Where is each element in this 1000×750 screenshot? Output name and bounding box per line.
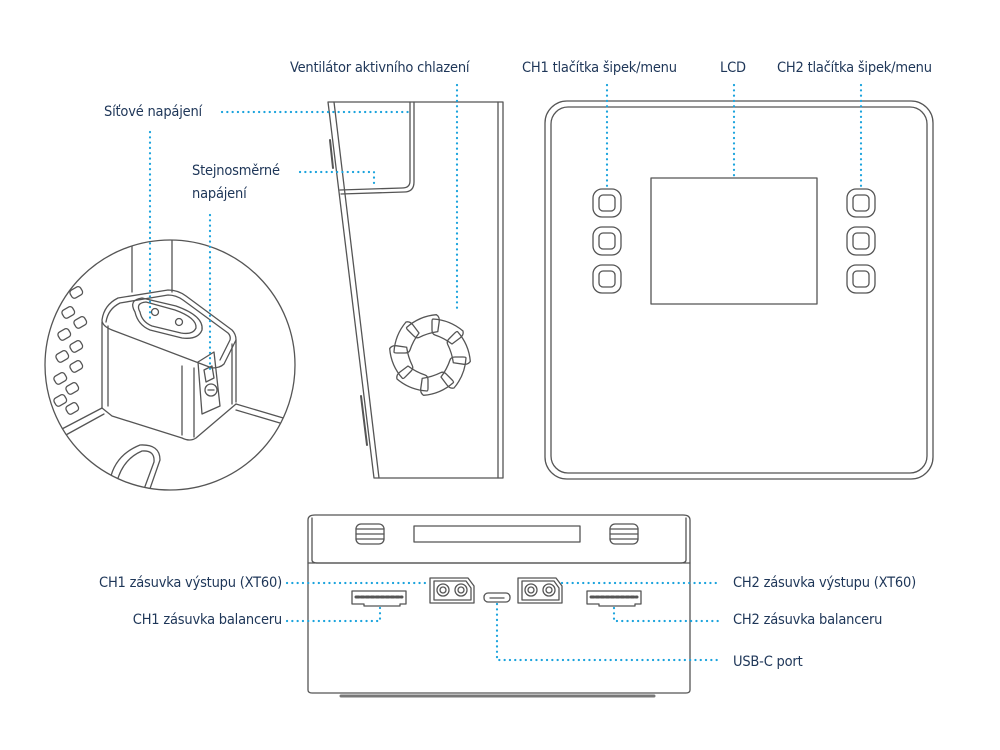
label-ch1-output: CH1 zásuvka výstupu (XT60) bbox=[99, 575, 282, 591]
rear-view bbox=[307, 514, 691, 698]
grip-left-icon bbox=[355, 523, 385, 545]
label-ch1-balancer: CH1 zásuvka balanceru bbox=[132, 612, 282, 628]
ch2-buttons[interactable] bbox=[846, 188, 876, 294]
label-dc-power-line2: napájení bbox=[192, 186, 247, 202]
ch1-xt60-socket bbox=[429, 577, 475, 604]
front-housing bbox=[544, 100, 934, 480]
ch1-buttons[interactable] bbox=[592, 188, 622, 294]
leader-dc bbox=[208, 170, 376, 374]
usb-c-port bbox=[483, 592, 511, 603]
dc-inlet-icon bbox=[197, 351, 221, 415]
vent-holes-icon bbox=[53, 285, 88, 415]
side-view bbox=[327, 101, 504, 479]
label-lcd: LCD bbox=[720, 60, 746, 76]
leader-lines bbox=[148, 83, 863, 662]
leader-usb-c bbox=[495, 602, 720, 662]
label-ch2-output: CH2 zásuvka výstupu (XT60) bbox=[733, 575, 916, 591]
ac-inlet-icon bbox=[132, 297, 203, 339]
fan-vent-icon bbox=[380, 305, 480, 405]
grip-right-icon bbox=[609, 523, 639, 545]
ch1-balancer-socket bbox=[351, 590, 407, 607]
detail-circle bbox=[44, 239, 296, 491]
power-inlet-detail bbox=[44, 239, 296, 491]
label-dc-power-line1: Stejnosměrné bbox=[192, 163, 280, 179]
label-mains-power: Síťové napájení bbox=[104, 104, 202, 120]
leader-ch2-balancer bbox=[612, 606, 720, 623]
ch2-xt60-socket bbox=[517, 577, 563, 604]
leader-ch1-balancer bbox=[285, 606, 382, 623]
label-ch1-buttons: CH1 tlačítka šipek/menu bbox=[522, 60, 677, 76]
ch2-balancer-socket bbox=[586, 590, 642, 607]
label-ch2-balancer: CH2 zásuvka balanceru bbox=[733, 612, 883, 628]
label-fan: Ventilátor aktivního chlazení bbox=[290, 60, 470, 76]
lcd-screen bbox=[650, 177, 818, 305]
label-usb-c: USB-C port bbox=[733, 654, 803, 670]
leader-mains bbox=[148, 110, 414, 320]
front-view bbox=[544, 100, 934, 480]
label-ch2-buttons: CH2 tlačítka šipek/menu bbox=[777, 60, 932, 76]
